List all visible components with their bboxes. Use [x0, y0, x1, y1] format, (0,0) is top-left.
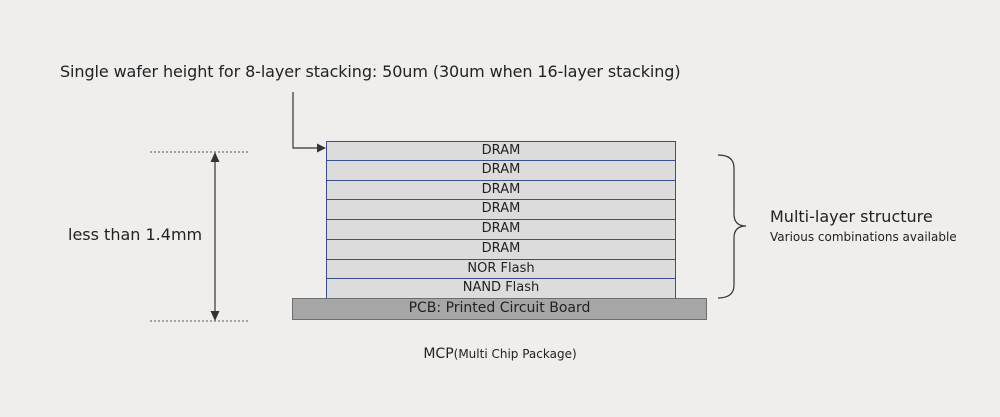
- package-abbr: MCP: [423, 346, 454, 362]
- layer-dram-4: DRAM: [326, 200, 676, 220]
- structure-title: Multi-layer structure: [770, 207, 933, 226]
- layer-dram-6: DRAM: [326, 239, 676, 260]
- structure-subtitle: Various combinations available: [770, 230, 957, 244]
- structure-brace: [717, 154, 747, 299]
- height-arrow-top-head: [210, 152, 220, 162]
- layer-dram-1: DRAM: [326, 141, 676, 161]
- chip-stack: DRAM DRAM DRAM DRAM DRAM DRAM NOR Flash …: [326, 141, 676, 299]
- pcb-board: PCB: Printed Circuit Board: [292, 298, 707, 320]
- height-arrow-bottom-head: [210, 311, 220, 321]
- layer-nand-flash: NAND Flash: [326, 279, 676, 299]
- package-full-name: (Multi Chip Package): [453, 347, 577, 361]
- callout-arrow: [292, 92, 318, 149]
- layer-dram-2: DRAM: [326, 160, 676, 181]
- layer-nor-flash: NOR Flash: [326, 259, 676, 280]
- callout-arrowhead: [317, 143, 326, 153]
- layer-dram-3: DRAM: [326, 180, 676, 201]
- layer-dram-5: DRAM: [326, 220, 676, 240]
- package-caption: MCP(Multi Chip Package): [0, 346, 1000, 362]
- wafer-height-caption: Single wafer height for 8-layer stacking…: [60, 62, 681, 81]
- package-height-label: less than 1.4mm: [68, 225, 203, 244]
